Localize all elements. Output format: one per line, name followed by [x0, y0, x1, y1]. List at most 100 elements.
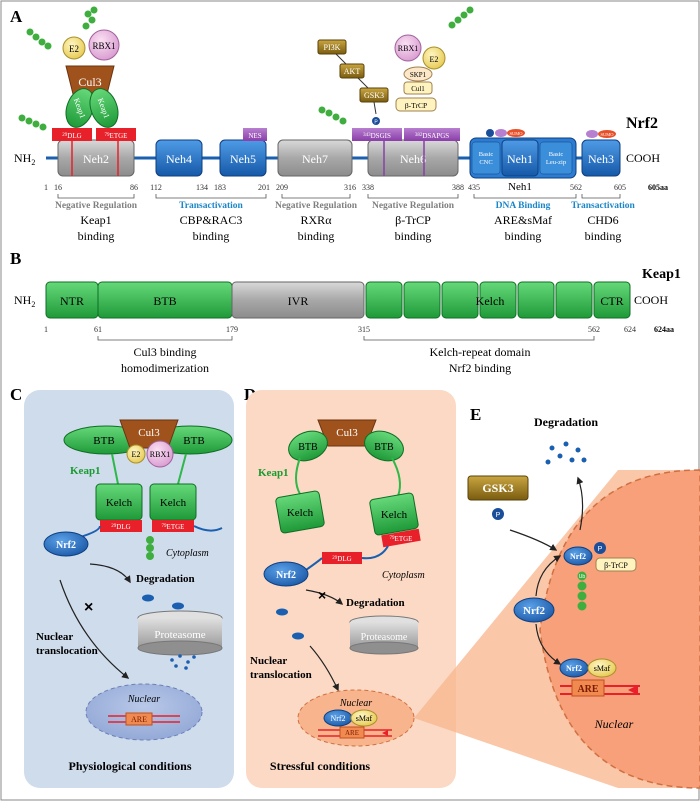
keap1-kelch-repeats	[365, 281, 593, 319]
d-nrf2-label: Nrf2	[276, 570, 296, 581]
e-nuclear-label: Nuclear	[594, 717, 634, 731]
akt-label: AKT	[344, 67, 361, 76]
ctr-label: CTR	[600, 294, 623, 308]
nes-motif-label: NES	[248, 132, 261, 140]
dlg-motif-label: 29DLG	[62, 132, 81, 140]
tick: 338	[362, 183, 374, 192]
neh7-label: Neh7	[302, 152, 328, 166]
panel-b-label: B	[10, 249, 21, 268]
pi3k-box	[317, 39, 347, 55]
skp1-shape	[403, 66, 433, 82]
region-cat: DNA Binding	[496, 201, 551, 211]
d-linker-left	[295, 457, 301, 495]
c-dlg-motif	[100, 520, 142, 532]
e2-label: E2	[69, 44, 79, 54]
keap1-region-desc: homodimerization	[121, 361, 209, 375]
gsk3-label-a: GSK3	[364, 91, 384, 100]
sumo-mod-neh1-label: SUMO	[509, 131, 523, 136]
nh2-label: NH2	[14, 151, 35, 167]
rbx1-circle	[88, 29, 120, 61]
e-nrf2	[513, 597, 555, 623]
neh5-label: Neh5	[230, 152, 256, 166]
p-mod-neh1	[486, 129, 494, 137]
e-ub-chain	[577, 571, 587, 611]
d-nrf2	[263, 561, 309, 587]
e-ub-label: Ub	[579, 574, 586, 580]
c-are-label: ARE	[131, 715, 147, 724]
rbx1-label: RBX1	[92, 41, 115, 51]
d-translocation-label1: Nuclear	[250, 655, 287, 667]
keap1-ctr	[593, 281, 631, 319]
e-btrcp-shape	[595, 557, 637, 572]
d-are-box	[339, 726, 365, 739]
keap1-right	[89, 88, 119, 128]
ac-mod-neh1	[495, 129, 507, 137]
region-desc: binding	[395, 229, 432, 243]
c-fragments	[142, 594, 184, 610]
btrcp-complex-a: PI3K AKT GSK3 P RBX1 E2 SKP1 Cul1 β-TrCP	[317, 6, 474, 126]
region-desc: β-TrCP	[395, 213, 431, 227]
e-are-box	[571, 679, 605, 697]
tick: 1	[44, 325, 48, 334]
sumo-mod-neh3-label: SUMO	[600, 132, 614, 137]
dlg-motif	[52, 128, 92, 141]
d-dna-arrow	[382, 730, 388, 736]
c-caption: Physiological conditions	[68, 759, 191, 773]
d-nrf2-chain	[305, 545, 389, 571]
nrf2-brackets	[57, 194, 621, 199]
e-gsk3-arrow	[509, 529, 558, 551]
d-btb-left	[288, 430, 328, 462]
basic-cnc-label2: CNC	[479, 159, 492, 166]
c-proteasome-label: Proteasome	[154, 629, 205, 641]
e-down-arrow	[535, 623, 562, 665]
d-proteasome-bottom	[349, 641, 419, 655]
c-cul3-label: Cul3	[138, 427, 160, 439]
btrcp-shape	[395, 97, 437, 112]
keap1-region-desc: Cul3 binding	[133, 345, 196, 359]
neh2-label: Neh2	[83, 152, 109, 166]
neh1-under-label: Neh1	[508, 181, 532, 193]
neh3-domain	[581, 139, 621, 177]
d-smaf	[350, 709, 378, 727]
tick: 86	[130, 183, 138, 192]
region-cat: Transactivation	[571, 201, 635, 211]
d-kelch1-label: Kelch	[287, 507, 314, 519]
d-translocation-label2: translocation	[250, 669, 312, 681]
c-linker-right	[177, 453, 187, 485]
tick: 112	[150, 183, 162, 192]
kelch-label: Kelch	[476, 294, 505, 308]
neh1-core-domain	[501, 139, 539, 177]
tick: 179	[226, 325, 238, 334]
e-nrf2-p	[563, 546, 593, 566]
etge-motif	[96, 128, 136, 141]
pi3k-label: PI3K	[324, 43, 341, 52]
c-dlg-label: 29DLG	[111, 523, 130, 531]
basic-leu-label2: Leu-zip	[546, 159, 566, 166]
e-degradation-arrow	[576, 476, 584, 531]
nrf2-length: 605aa	[648, 183, 668, 192]
keap1-ivr	[231, 281, 365, 319]
d-kelch-left	[275, 490, 325, 534]
neh4-domain	[155, 139, 203, 177]
c-btb2-label: BTB	[183, 435, 204, 447]
neh7-domain	[277, 139, 353, 177]
dsapgs-motif-label: 382DSAPGS	[415, 132, 449, 140]
d-nuclear-label: Nuclear	[339, 698, 372, 709]
nes-motif	[243, 128, 267, 141]
region-desc: binding	[78, 229, 115, 243]
d-kelch2-label: Kelch	[381, 509, 408, 521]
c-nucleus	[85, 683, 203, 741]
d-etge-motif	[381, 528, 421, 548]
c-are-box	[125, 712, 153, 726]
dsapgs-motif	[404, 128, 460, 141]
keap1-protein-label: Keap1	[642, 267, 681, 282]
region-desc: binding	[585, 229, 622, 243]
ntr-label: NTR	[60, 294, 84, 308]
c-etge-label: 79ETGE	[162, 523, 185, 531]
e-up-arrow	[535, 555, 562, 597]
keap1-length: 624aa	[654, 325, 674, 334]
keap1-ticks: 1 61 179 315 562 624	[44, 325, 636, 334]
c-btb1-label: BTB	[93, 435, 114, 447]
d-keap1-label: Keap1	[258, 467, 289, 479]
tick: 435	[468, 183, 480, 192]
